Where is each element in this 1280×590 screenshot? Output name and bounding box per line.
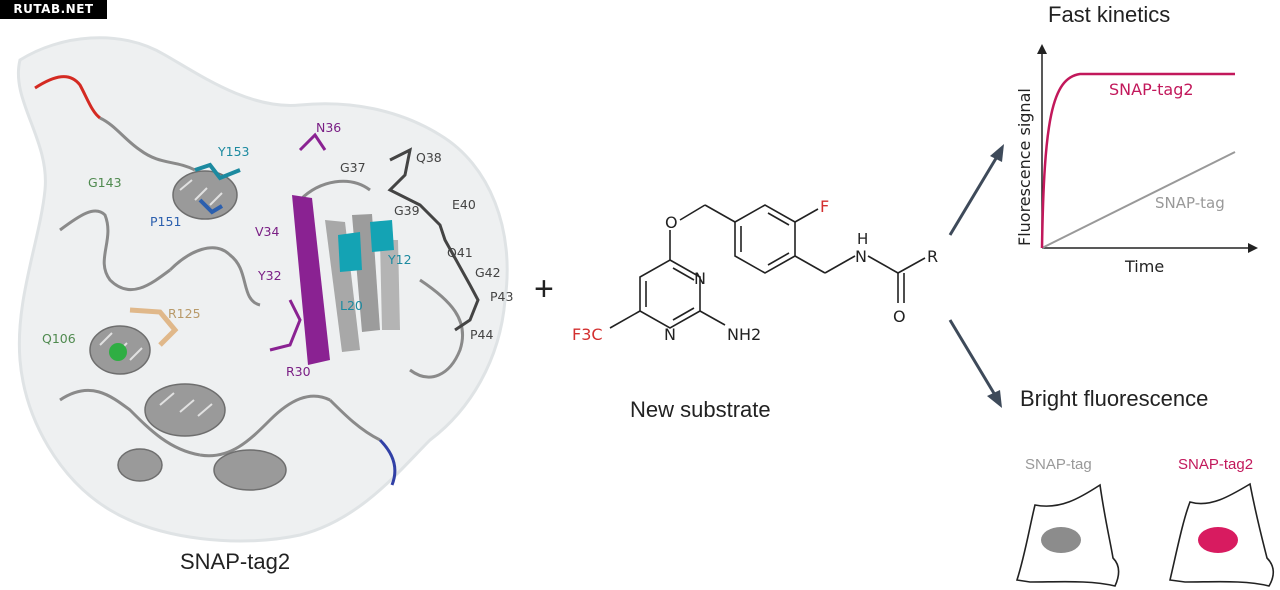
arrows [948, 144, 1004, 408]
atom-n-ring2: N [664, 325, 676, 344]
kinetics-title: Fast kinetics [1048, 2, 1171, 27]
molecular-surface [17, 36, 509, 543]
brightness-title: Bright fluorescence [1020, 386, 1209, 411]
watermark: RUTAB.NET [0, 0, 107, 19]
atom-f: F [820, 197, 829, 216]
n-terminus [34, 75, 101, 120]
residue-label: V34 [255, 224, 280, 239]
series-label-snap-tag2: SNAP-tag2 [1109, 80, 1194, 99]
substrate-structure: O F H N R O N N F3C NH2 [572, 197, 938, 344]
residue-label: P151 [150, 214, 182, 229]
r125-sidechain [129, 307, 179, 347]
cell-label-snap-tag2: SNAP-tag2 [1178, 456, 1254, 473]
q106-sidechain [109, 343, 127, 361]
residue-label: R30 [286, 364, 311, 379]
series-snap-tag2 [1040, 72, 1235, 249]
atom-n: N [855, 247, 867, 266]
atom-o: O [665, 213, 678, 232]
kinetics-xlabel: Time [1124, 257, 1164, 276]
cell-label-snap-tag: SNAP-tag [1025, 456, 1092, 473]
nucleus-snap-tag [1041, 527, 1081, 553]
residue-label: Y12 [388, 252, 412, 267]
residue-label: P43 [490, 289, 514, 304]
r30-sidechain [269, 299, 302, 352]
residue-label: R125 [168, 306, 201, 321]
series-label-snap-tag: SNAP-tag [1155, 194, 1225, 212]
protein-caption: SNAP-tag2 [180, 549, 291, 574]
nucleus-snap-tag2 [1198, 527, 1238, 553]
series-snap-tag [1041, 151, 1236, 249]
atom-o-carbonyl: O [893, 307, 906, 326]
residue-label: Y153 [218, 144, 250, 159]
residue-label: P44 [470, 327, 494, 342]
residue-label: Q41 [447, 245, 473, 260]
backbone-loops [59, 116, 465, 458]
beta-sheet [292, 195, 400, 365]
atom-h: H [857, 230, 868, 248]
p151-sidechain [198, 198, 224, 215]
residue-label: G37 [340, 160, 366, 175]
y153-sidechain [194, 162, 241, 181]
atom-cf3: F3C [572, 325, 603, 344]
cells-illustration [1015, 482, 1275, 587]
plus-sign: + [534, 270, 554, 308]
atom-nh2: NH2 [727, 325, 761, 344]
atom-n-ring1: N [694, 269, 706, 288]
residue-label: G42 [475, 265, 501, 280]
residue-label: N36 [316, 120, 342, 135]
residue-label: Y32 [258, 268, 282, 283]
loop-g37-p44 [387, 147, 480, 332]
protein-structure-illustration [17, 36, 509, 543]
residue-label: Q106 [42, 331, 76, 346]
kinetics-chart: SNAP-tag2 SNAP-tag Time Fluorescence sig… [1015, 44, 1258, 276]
c-terminus [378, 438, 397, 486]
residue-label: G143 [88, 175, 122, 190]
kinetics-ylabel: Fluorescence signal [1015, 88, 1034, 246]
residue-label: G39 [394, 203, 420, 218]
atom-r: R [927, 247, 938, 266]
residue-label: Q38 [416, 150, 442, 165]
residue-label: E40 [452, 197, 476, 212]
substrate-caption: New substrate [630, 397, 771, 422]
residue-label: L20 [340, 298, 363, 313]
